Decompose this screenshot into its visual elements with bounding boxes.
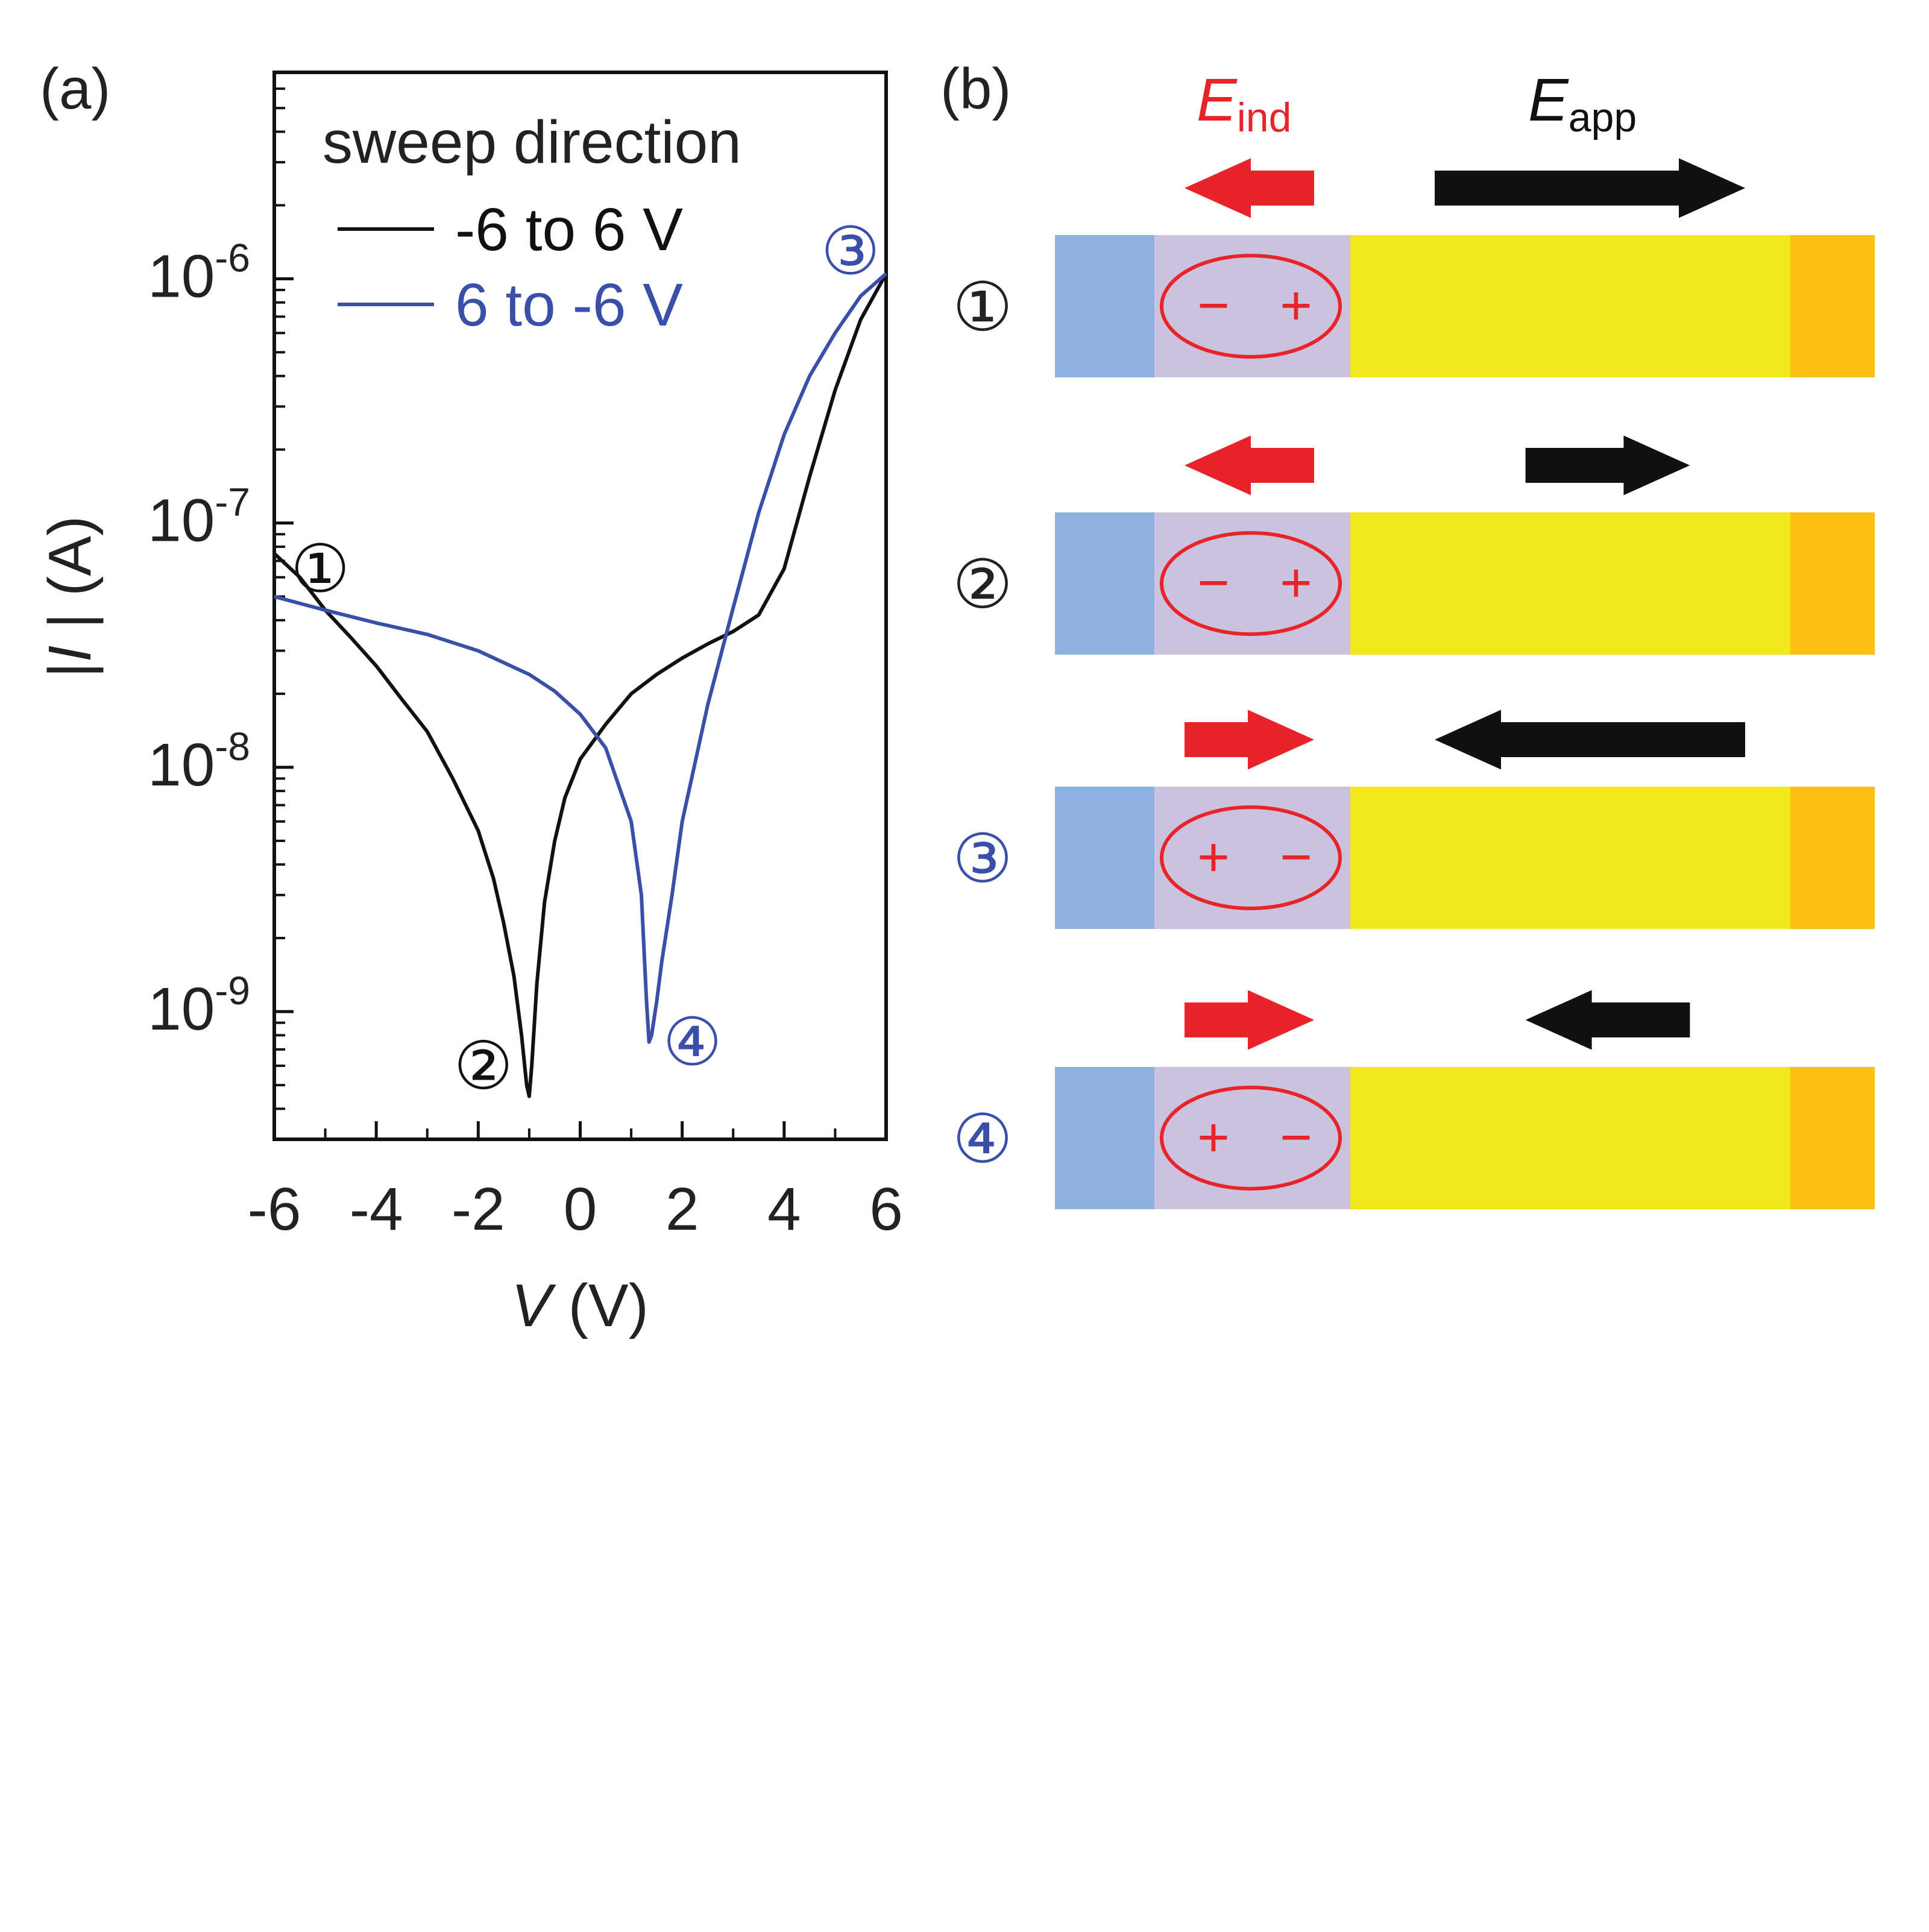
layer-left: [1055, 512, 1154, 655]
e-app-arrow: [1435, 710, 1745, 770]
series-line-0: [272, 272, 888, 1098]
layer-right: [1790, 512, 1875, 655]
e-app-arrow: [1525, 435, 1690, 496]
y-tick-label: 10-8: [148, 724, 250, 799]
legend-title: sweep direction: [323, 109, 741, 176]
y-axis-label-pre: |: [36, 662, 104, 678]
y-tick-label: 10-9: [148, 968, 250, 1043]
layer-middle: [1154, 787, 1350, 929]
row-state-symbol: ①: [952, 269, 1013, 345]
state-markers: ① ② ③ ④: [291, 214, 880, 1103]
e-app-arrow: [1435, 158, 1745, 218]
layer-main: [1350, 235, 1790, 377]
layer-right: [1790, 787, 1875, 929]
dipole-charge-left: +: [1197, 1107, 1230, 1168]
panel-b-label: (b): [940, 57, 1011, 121]
panel-a-label: (a): [40, 57, 110, 121]
y-tick-exponent: -6: [215, 235, 250, 280]
legend-label-1: 6 to -6 V: [455, 271, 683, 339]
layer-middle: [1154, 235, 1350, 377]
device-row-2: −+ ②: [952, 435, 1875, 655]
e-ind-arrow: [1185, 710, 1314, 770]
legend-label-0: -6 to 6 V: [455, 196, 683, 263]
dipole-charge-right: −: [1280, 1107, 1312, 1168]
device-row-4: +− ④: [952, 990, 1875, 1209]
layer-right: [1790, 235, 1875, 377]
series-line-1: [274, 272, 887, 1044]
e-app-letter: E: [1528, 66, 1569, 134]
layer-right: [1790, 1067, 1875, 1209]
x-tick-label: 6: [869, 1175, 903, 1243]
y-tick-label: 10-6: [148, 235, 250, 310]
y-tick-base: 10: [148, 731, 215, 799]
x-tick-label: 0: [564, 1175, 597, 1243]
y-ticks: 10-610-710-810-9: [148, 87, 294, 1110]
y-axis-label: |I | (A): [36, 516, 104, 678]
x-tick-label: -2: [452, 1175, 505, 1243]
x-axis-label-unit: (V): [552, 1272, 649, 1339]
dipole-ellipse: [1160, 254, 1342, 359]
y-tick-label: 10-7: [148, 480, 250, 555]
dipole-ellipse: [1160, 531, 1342, 636]
device-row-3: +− ③: [952, 710, 1875, 929]
x-axis-label-var: V: [511, 1272, 556, 1339]
x-tick-label: 2: [666, 1175, 699, 1243]
e-ind-label: Eind: [1197, 66, 1291, 140]
x-tick-label: 4: [767, 1175, 801, 1243]
y-tick-exponent: -9: [215, 968, 250, 1013]
y-tick-exponent: -7: [215, 480, 250, 524]
state-marker-4: ④: [662, 1005, 722, 1080]
dipole-charge-right: +: [1280, 275, 1312, 336]
layer-main: [1350, 512, 1790, 655]
panel-b: (b) Eind Eapp −+①−+②+−③+−④: [940, 57, 1875, 1209]
y-tick-base: 10: [148, 975, 215, 1043]
row-state-symbol: ②: [952, 547, 1013, 622]
e-app-subscript: app: [1569, 95, 1637, 140]
y-tick-exponent: -8: [215, 724, 250, 769]
dipole-charge-right: +: [1280, 552, 1312, 614]
dipole-charge-left: −: [1197, 275, 1230, 336]
e-ind-arrow: [1185, 435, 1314, 496]
x-tick-label: -6: [248, 1175, 301, 1243]
layer-middle: [1154, 1067, 1350, 1209]
layer-left: [1055, 1067, 1154, 1209]
state-marker-1: ①: [291, 532, 350, 606]
e-app-label: Eapp: [1528, 66, 1637, 140]
dipole-charge-left: +: [1197, 826, 1230, 888]
dipole-ellipse: [1160, 805, 1342, 910]
series-lines: [272, 272, 888, 1098]
row-state-symbol: ③: [952, 821, 1013, 896]
y-axis-label-unit: | (A): [36, 516, 104, 646]
x-tick-label: -4: [350, 1175, 403, 1243]
dipole-ellipse: [1160, 1086, 1342, 1191]
layer-left: [1055, 235, 1154, 377]
layer-middle: [1154, 512, 1350, 655]
state-marker-3: ③: [820, 214, 880, 288]
y-axis-label-var: I: [36, 646, 104, 662]
e-ind-arrow: [1185, 158, 1314, 218]
legend: sweep direction -6 to 6 V 6 to -6 V: [323, 109, 741, 339]
x-axis-label: V (V): [511, 1272, 649, 1339]
device-row-1: −+ ①: [952, 158, 1875, 377]
state-marker-2: ②: [453, 1029, 513, 1103]
e-ind-letter: E: [1197, 66, 1238, 134]
layer-main: [1350, 787, 1790, 929]
e-app-arrow: [1525, 990, 1690, 1050]
dipole-charge-left: −: [1197, 552, 1230, 614]
row-state-symbol: ④: [952, 1101, 1013, 1177]
dipole-charge-right: −: [1280, 826, 1312, 888]
y-tick-base: 10: [148, 242, 215, 310]
y-tick-base: 10: [148, 487, 215, 555]
layer-left: [1055, 787, 1154, 929]
e-ind-arrow: [1185, 990, 1314, 1050]
layer-main: [1350, 1067, 1790, 1209]
device-rows: −+①−+②+−③+−④: [952, 158, 1875, 1209]
e-ind-subscript: ind: [1237, 95, 1292, 140]
